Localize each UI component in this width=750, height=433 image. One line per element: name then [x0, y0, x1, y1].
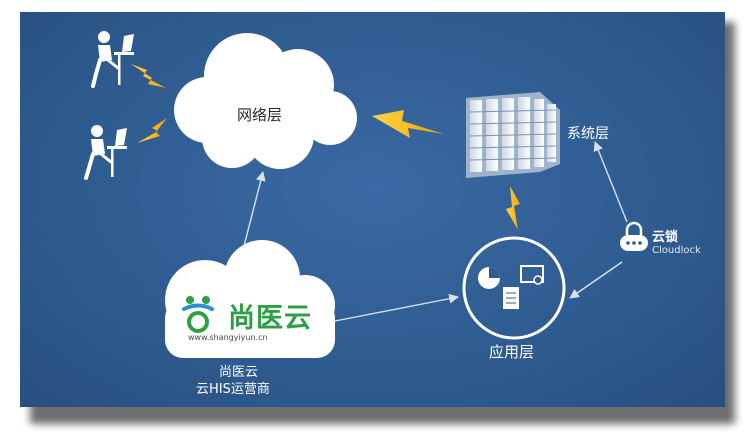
application-layer-icon	[462, 236, 566, 340]
logo-url: www.shangyiyun.cn	[188, 333, 268, 342]
network-layer-label: 网络层	[237, 106, 283, 124]
user-workstation-icon	[84, 125, 127, 180]
arrow-logo-to-application	[329, 293, 459, 323]
arrow-logo-to-network	[242, 171, 266, 251]
logo-cloud	[165, 240, 335, 358]
lightning-bolt-icon	[506, 186, 520, 230]
logo-wordmark: 尚医云	[228, 303, 312, 334]
user-workstation-icon	[91, 31, 134, 88]
application-layer-label: 应用层	[489, 343, 535, 361]
lightning-bolt-icon	[131, 64, 166, 88]
shangyiyun-logo-icon	[182, 296, 214, 333]
diagram-panel	[20, 12, 725, 407]
arrow-cloudlock-to-application	[569, 261, 623, 299]
system-layer-label: 系统层	[567, 126, 609, 142]
lightning-bolt-icon	[372, 110, 444, 138]
cloudlock-subtitle: Cloudlock	[652, 245, 701, 256]
cloudlock-icon	[620, 221, 648, 251]
network-cloud	[174, 33, 357, 169]
brand-tagline: 云HIS运营商	[196, 382, 270, 397]
arrow-cloudlock-to-system	[593, 141, 628, 223]
cloudlock-title: 云锁	[652, 230, 679, 245]
server-rack-icon	[466, 92, 560, 178]
lightning-bolt-icon	[137, 118, 167, 143]
brand-name: 尚医云	[219, 365, 259, 380]
